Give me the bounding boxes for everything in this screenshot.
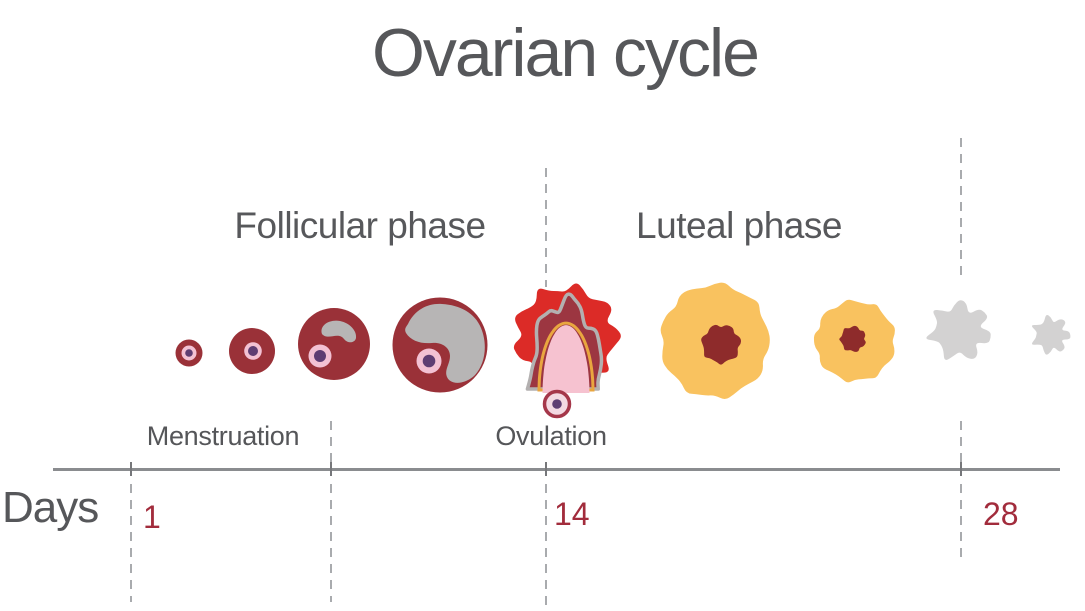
page-title: Ovarian cycle xyxy=(372,15,760,91)
corpus-albicans xyxy=(926,300,991,360)
gridline-day-1 xyxy=(130,484,132,602)
gridline-day-28-mid xyxy=(960,421,962,466)
timeline-axis xyxy=(53,468,1060,471)
day-marker-14: 14 xyxy=(554,496,590,532)
gridline-menstruation-end-upper xyxy=(330,421,332,466)
dome-interior xyxy=(542,325,590,393)
luteum-core xyxy=(839,325,866,352)
antrum xyxy=(321,320,357,343)
gridline-day-28-upper xyxy=(960,138,962,277)
event-label-ovulation: Ovulation xyxy=(495,421,607,451)
event-label-menstruation: Menstruation xyxy=(146,421,300,451)
timeline-tick-menstruation-end xyxy=(330,462,332,476)
corpus-albicans-remnant xyxy=(1031,314,1071,355)
timeline-tick-day-14 xyxy=(545,462,547,476)
luteum-core xyxy=(701,324,742,365)
corpus-luteum xyxy=(660,282,770,400)
day-marker-28: 28 xyxy=(983,496,1019,532)
oocyte-nucleus xyxy=(185,349,193,357)
gridline-day-14-upper xyxy=(545,168,547,287)
mature-follicle xyxy=(392,297,488,393)
gridline-day-28-lower xyxy=(960,484,962,560)
phase-label-luteal: Luteal phase xyxy=(636,205,842,246)
antrum xyxy=(405,303,485,383)
timeline-tick-day-28 xyxy=(960,462,962,476)
oocyte-nucleus xyxy=(314,350,326,362)
oocyte-nucleus xyxy=(422,354,436,368)
ovulation-ruptured-follicle xyxy=(513,283,621,393)
secondary-follicle xyxy=(298,308,370,380)
follicle-wall xyxy=(298,308,370,380)
primordial-follicle xyxy=(175,339,203,367)
gridline-day-14-lower xyxy=(545,484,547,610)
axis-label-days: Days xyxy=(2,483,99,532)
gridline-menstruation-end-lower xyxy=(330,484,332,602)
oocyte-nucleus xyxy=(248,346,258,356)
day-marker-1: 1 xyxy=(143,499,161,535)
phase-label-follicular: Follicular phase xyxy=(234,205,486,246)
theca-yellow-layer xyxy=(537,321,595,392)
released-ovum xyxy=(542,389,572,419)
degenerating-corpus-luteum xyxy=(813,299,895,383)
ovum-nucleus xyxy=(552,399,562,409)
timeline-tick-day-1 xyxy=(130,462,132,476)
primary-follicle xyxy=(229,328,275,374)
albicans-body xyxy=(1031,314,1071,355)
albicans-body xyxy=(926,300,991,360)
